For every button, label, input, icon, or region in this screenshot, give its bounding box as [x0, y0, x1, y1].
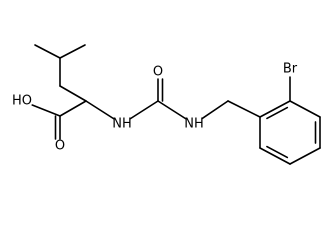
bond-r5-r6-inner [266, 145, 289, 159]
atom-label-o2: O [153, 65, 163, 80]
structure-diagram: HO O NH O NH Br [12, 44, 321, 165]
bond-r5-r6 [259, 147, 291, 165]
atom-label-o1: O [55, 139, 65, 154]
bond-r2-r3 [289, 100, 321, 118]
bond-ch2-ca [59, 85, 87, 102]
bond-ca-n1 [85, 100, 115, 120]
bond-n2-ch2b [201, 100, 229, 120]
bond-ch-me2 [59, 44, 86, 59]
bond-cooh-oh [31, 104, 61, 117]
bond-r4-r5 [289, 147, 321, 165]
bond-me1-ch [34, 44, 61, 59]
atom-label-br: Br [283, 62, 298, 77]
molecule-drawing: HO O NH O NH Br [12, 44, 321, 165]
bond-ch2b-r1 [227, 100, 261, 118]
bond-ca-cooh [59, 100, 87, 117]
atom-label-oh: HO [12, 94, 32, 109]
atom-label-n1: NH [112, 117, 132, 132]
atom-label-n2: NH [184, 117, 204, 132]
bond-r1-r2-inner [266, 106, 289, 120]
bond-n1-cu [129, 100, 159, 120]
bond-r1-r2 [259, 100, 291, 118]
bond-cu-n2 [157, 100, 187, 120]
